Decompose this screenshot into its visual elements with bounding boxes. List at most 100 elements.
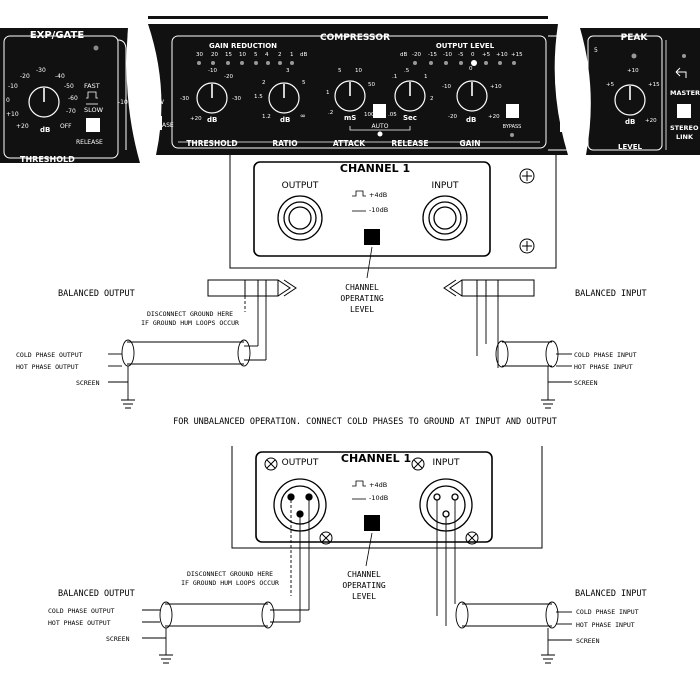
ratio-knob[interactable] [268, 82, 300, 114]
expgate-scale-label: -50 [64, 83, 74, 90]
gr-scale-label: 5 [254, 52, 258, 58]
screw-icon [465, 531, 479, 545]
ol-scale-label: +10 [496, 52, 508, 58]
xlr-output-wiring [142, 500, 310, 664]
expgate-scale-label: +20 [16, 123, 29, 130]
screw-cross [413, 459, 423, 469]
cold-in-label: COLD PHASE INPUT [574, 351, 637, 359]
ratio-scale-label: dB [280, 116, 290, 124]
release-scale-label: .5 [404, 68, 410, 74]
gr-scale-label: 15 [225, 52, 232, 58]
release-scale-label: Sec [403, 114, 417, 122]
gr-scale-label: 20 [211, 52, 218, 58]
expgate-unit: dB [40, 126, 50, 134]
threshold-scale-label: +20 [190, 116, 202, 122]
auto-bracket [349, 126, 411, 131]
screw-cross [522, 241, 532, 251]
attack-scale-label: 5 [338, 68, 342, 74]
footer-ratio: RATIO [272, 139, 297, 148]
output-jack[interactable] [277, 195, 323, 241]
xlr-output-label: OUTPUT [282, 458, 319, 468]
gain-scale-label: +10 [490, 84, 502, 90]
channel-title: CHANNEL 1 [340, 162, 410, 175]
xlr-diagram: CHANNEL 1 OUTPUT INPUT +4dB -10dB [48, 446, 647, 664]
bypass-button[interactable] [506, 104, 519, 118]
compressor-threshold-knob[interactable] [196, 82, 228, 114]
threshold-scale-label: -30 [232, 96, 241, 102]
master-label: MASTER [670, 89, 700, 97]
footer-attack: ATTACK [333, 139, 366, 148]
output-level-scale: dB -20 -15 -10 -5 0 +5 +10 +15 [400, 52, 523, 58]
jack-diagram: CHANNEL 1 OUTPUT INPUT +4dB -10dB CHANNE… [16, 155, 647, 409]
output-level-label: OUTPUT LEVEL [436, 42, 495, 50]
gain-reduction-scale: 30 20 15 10 5 4 2 1 dB [196, 52, 307, 58]
xlr-switch-pointer [365, 532, 373, 567]
xlr-cold-in-label: COLD PHASE INPUT [576, 608, 639, 616]
bypass-label: BYPASS [503, 124, 522, 130]
xlr-input-wiring [436, 500, 572, 664]
expgate-footer: THRESHOLD [20, 155, 75, 164]
gain-knob[interactable] [456, 80, 488, 112]
screw-icon [519, 168, 535, 184]
expgate-scale-label: -10 [8, 83, 18, 90]
peak-frame [587, 35, 663, 151]
channel-op-label: CHANNEL [345, 283, 379, 292]
expgate-scale-label: -40 [55, 73, 65, 80]
stereo-link-button[interactable] [677, 104, 691, 118]
screw-icon [264, 457, 278, 471]
balanced-output-label: BALANCED OUTPUT [58, 289, 135, 299]
auto-button[interactable] [373, 104, 386, 118]
ol-scale-label: -20 [412, 52, 421, 58]
ol-scale-label: +5 [482, 52, 491, 58]
level-switch[interactable] [364, 229, 380, 245]
xlr-screen-out-label: SCREEN [106, 635, 130, 643]
front-panel: EXP/GATE -20 -30 -40 -10 -50 -60 0 -70 +… [0, 16, 700, 164]
screw-cross [522, 171, 532, 181]
xlr-plus4-label: +4dB [369, 481, 387, 489]
partial-button[interactable] [150, 116, 162, 130]
expgate-threshold-knob[interactable] [28, 86, 60, 118]
fast-symbol [86, 91, 98, 99]
xlr-input-label: INPUT [433, 458, 460, 468]
input-plug [443, 279, 535, 297]
threshold-scale-label: -20 [224, 74, 233, 80]
peak-level-knob[interactable] [614, 84, 646, 116]
release-scale-label: 1 [424, 74, 428, 80]
partial-mid-button[interactable] [560, 118, 572, 132]
xlr-level-switch[interactable] [364, 515, 380, 531]
cold-out-label: COLD PHASE OUTPUT [16, 351, 83, 359]
expgate-release-label: RELEASE [76, 139, 103, 146]
peak-scale-label: +10 [627, 68, 639, 74]
partial-zero: 0 [132, 81, 136, 88]
screw-cross [467, 533, 477, 543]
xlr-hot-in-label: HOT PHASE INPUT [576, 621, 635, 629]
expgate-scale-label: OFF [60, 123, 72, 130]
expgate-scale-label: -60 [68, 95, 78, 102]
link-label: LINK [676, 133, 694, 141]
attack-knob[interactable] [334, 80, 366, 112]
input-jack[interactable] [422, 195, 468, 241]
screw-cross [321, 533, 331, 543]
xlr-balanced-input-label: BALANCED INPUT [575, 589, 647, 599]
ratio-scale-label: 2 [262, 80, 266, 86]
hot-out-label: HOT PHASE OUTPUT [16, 363, 79, 371]
screw-cross [266, 459, 276, 469]
expgate-led [93, 45, 99, 51]
attack-scale-label: 100 [364, 112, 375, 118]
disconnect-note: DISCONNECT GROUND HERE [147, 310, 233, 318]
expgate-title: EXP/GATE [30, 30, 85, 41]
attack-scale-label: 50 [368, 82, 375, 88]
screen-out-label: SCREEN [76, 379, 100, 387]
peak-scale-label: +15 [648, 82, 660, 88]
footer-release: RELEASE [391, 139, 428, 148]
footer-gain: GAIN [459, 139, 480, 148]
input-wiring [476, 296, 572, 409]
release-knob[interactable] [394, 80, 426, 112]
xlr-channel-title: CHANNEL 1 [341, 452, 411, 465]
ratio-scale-label: 1.2 [262, 114, 271, 120]
xlr-operating-label: OPERATING [342, 581, 386, 590]
peak-scale-label: +20 [645, 118, 657, 124]
expgate-fast-label: FAST [84, 82, 100, 90]
expgate-release-button[interactable] [86, 118, 100, 132]
gain-scale-label: +20 [488, 114, 500, 120]
